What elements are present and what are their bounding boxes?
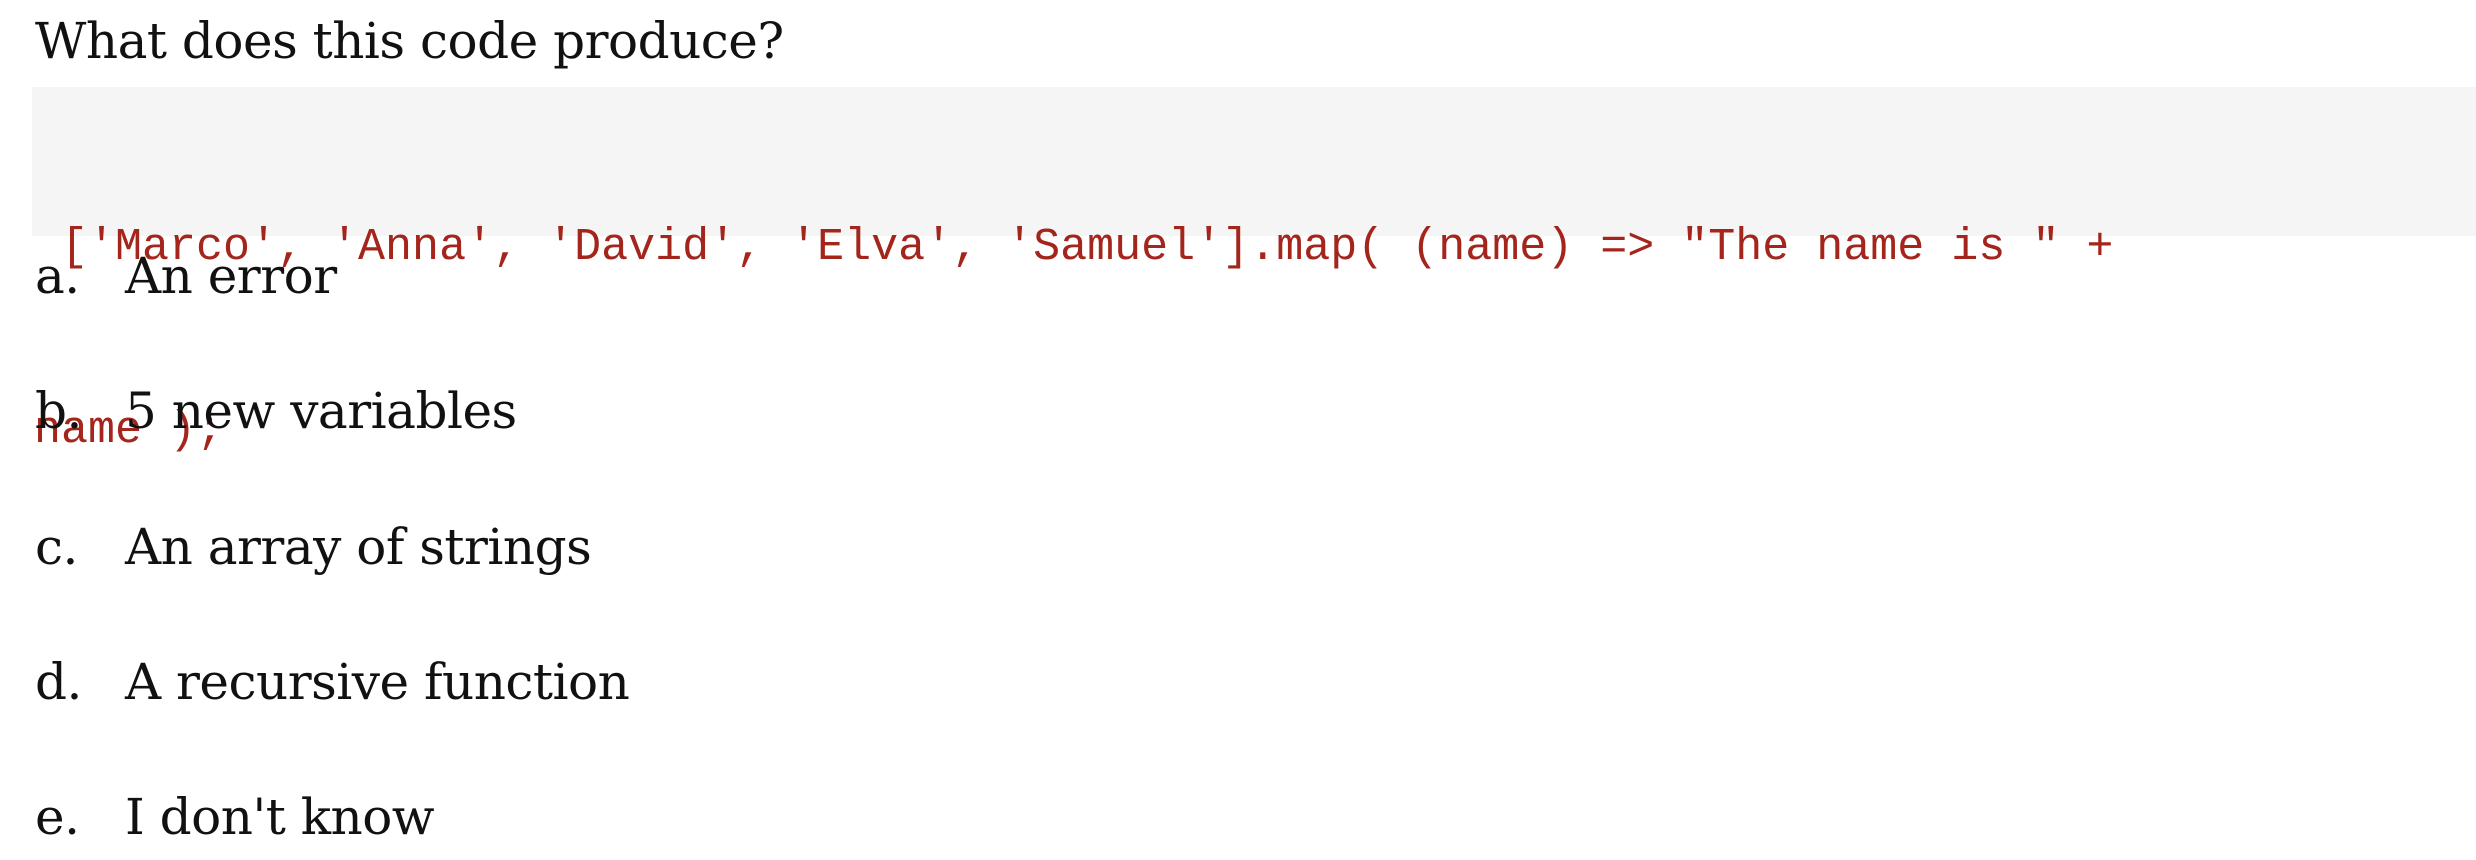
option-text: An array of strings <box>125 518 592 576</box>
answer-option-d[interactable]: d. A recursive function <box>35 649 630 715</box>
code-block: ['Marco', 'Anna', 'David', 'Elva', 'Samu… <box>32 87 2476 456</box>
answer-option-c[interactable]: c. An array of strings <box>35 514 592 580</box>
option-text: An error <box>125 247 337 305</box>
code-line: name ); <box>34 405 224 456</box>
option-letter: e. <box>35 788 80 846</box>
option-letter: b. <box>35 382 82 440</box>
option-letter: c. <box>35 518 78 576</box>
option-text: 5 new variables <box>125 382 517 440</box>
option-text: I don't know <box>125 788 435 846</box>
option-letter: d. <box>35 653 82 711</box>
answer-option-b[interactable]: b. 5 new variables <box>35 378 517 444</box>
code-line: ['Marco', 'Anna', 'David', 'Elva', 'Samu… <box>34 222 2114 273</box>
option-letter: a. <box>35 247 80 305</box>
answer-option-e[interactable]: e. I don't know <box>35 784 435 850</box>
question-text: What does this code produce? <box>35 12 784 70</box>
option-text: A recursive function <box>125 653 630 711</box>
answer-option-a[interactable]: a. An error <box>35 243 337 309</box>
